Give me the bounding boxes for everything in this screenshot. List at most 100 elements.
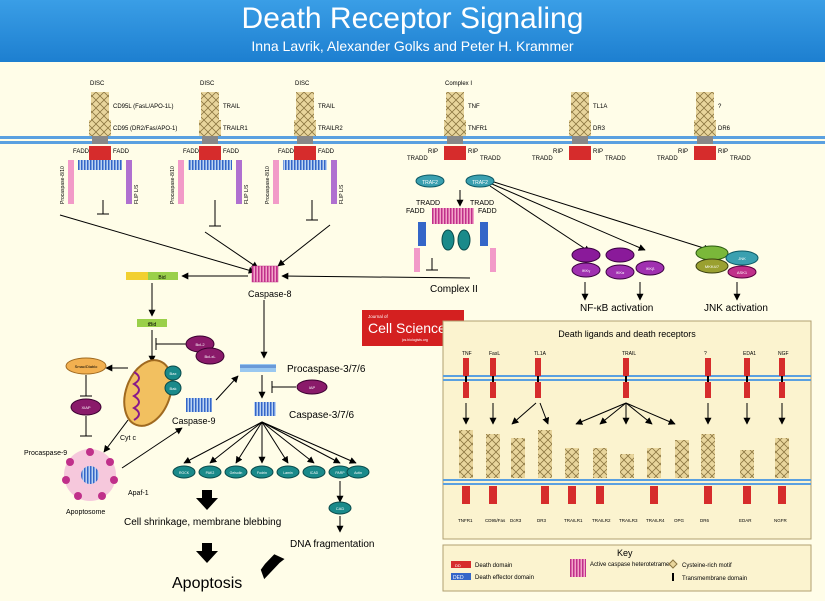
flip-right xyxy=(126,160,132,204)
panel-ligand-tm xyxy=(492,376,494,382)
substrate-molecule xyxy=(198,465,222,479)
panel-ligand-tail xyxy=(490,382,496,398)
fadd-ded xyxy=(78,160,122,170)
key-panel: Key DD Death domain DED Death effector d… xyxy=(442,544,812,592)
panel-ligand-bar xyxy=(463,358,469,376)
complex-label: Complex I xyxy=(445,81,472,87)
cytc-label: Cyt c xyxy=(120,435,136,442)
panel-receptor-label: DR6 xyxy=(700,518,709,523)
ligand-trimer xyxy=(201,92,219,120)
panel-ligand-tail xyxy=(535,382,541,398)
panel-ligand-label: NGF xyxy=(778,351,789,357)
panel-receptor-label: EDAR xyxy=(739,518,752,523)
ligand-label: TRAIL xyxy=(318,104,336,110)
traf2-molecules: TRAF2 TRAF2 xyxy=(415,174,495,188)
panel-receptor-label: TRAILR2 xyxy=(592,518,611,523)
panel-arrows xyxy=(462,402,786,425)
adaptor-right-label: RIP xyxy=(593,149,603,155)
receptor-transmembrane xyxy=(697,136,713,144)
ligand-trimer xyxy=(696,92,714,120)
receptor-death-domain xyxy=(444,146,466,160)
panel-receptor-label: TRAILR4 xyxy=(646,518,665,523)
cell-membrane xyxy=(0,136,825,144)
key-transmembrane: Transmembrane domain xyxy=(682,576,747,582)
adaptor-left-label: RIP xyxy=(678,149,688,155)
logo-big-text: Cell Science xyxy=(368,320,446,336)
receptor-death-domain xyxy=(89,146,111,160)
receptor-extracellular xyxy=(694,120,716,136)
bcl2-label: Bcl-2 xyxy=(195,342,205,347)
procaspase-vertical-label: Procaspase-8/10 xyxy=(265,166,271,204)
complex2-fadd-right: FADD xyxy=(478,208,497,215)
panel-ligand-tail xyxy=(463,382,469,398)
substrate-label: Gelsolin xyxy=(230,471,243,475)
receptor-label: CD95 (DR2/Fas/APO-1) xyxy=(113,126,177,132)
receptor-extracellular xyxy=(199,120,221,136)
apaf1-label: Apaf-1 xyxy=(128,490,149,497)
procaspase-left xyxy=(273,160,279,204)
panel-receptor-dd xyxy=(743,486,751,504)
complex2-fadd-left: FADD xyxy=(406,208,425,215)
ligand-label: ? xyxy=(718,104,722,110)
adaptor-left2-label: TRADD xyxy=(407,156,428,162)
substrate-molecule xyxy=(276,465,300,479)
complex-ii: TRADD TRADD FADD FADD Complex II xyxy=(406,200,497,295)
caspase-9-label: Caspase-9 xyxy=(172,416,216,426)
receptor-transmembrane xyxy=(202,136,218,144)
panel-receptor-label: TNFR1 xyxy=(458,518,473,523)
smac-xiap: Smac/Diablo XIAP Cyt c xyxy=(65,357,136,453)
panel-ligand-label: TL1A xyxy=(534,351,547,357)
panel-ligand-tm xyxy=(781,376,783,382)
panel-receptor-crd xyxy=(675,440,689,478)
header-banner: Death Receptor Signaling Inna Lavrik, Al… xyxy=(0,0,825,62)
substrate-label: Actin xyxy=(354,471,362,475)
receptor-extracellular xyxy=(89,120,111,136)
traf2-label-1: TRAF2 xyxy=(422,180,438,186)
apoptosome: Procaspase-9 Apaf-1 Apoptosome xyxy=(24,448,149,516)
cad-label: CAD xyxy=(336,506,345,511)
adaptor-right2-label: TRADD xyxy=(730,156,751,162)
procaspase-left xyxy=(68,160,74,204)
key-active-caspase: Active caspase heterotetramer xyxy=(590,562,671,568)
ask1-label: ASK1 xyxy=(737,270,748,275)
receptor-label: TNFR1 xyxy=(468,126,488,132)
panel-receptor-crd xyxy=(511,438,525,478)
cad-molecule: CAD xyxy=(328,501,352,515)
procaspase-vertical-label: Procaspase-8/10 xyxy=(60,166,66,204)
logo-small-text: Journal of xyxy=(368,314,389,319)
adaptor-right-label: FADD xyxy=(113,149,130,155)
panel-receptor-crd xyxy=(459,430,473,478)
nfkb-activation-label: NF-κB activation xyxy=(580,303,653,314)
complex1-arrows xyxy=(456,181,741,301)
adaptor-left-label: FADD xyxy=(183,149,200,155)
panel-ligand-tm xyxy=(707,376,709,382)
substrate-label: PARP xyxy=(335,471,345,475)
dna-fragmentation-label: DNA fragmentation xyxy=(290,539,375,550)
flip-vertical-label: FLIP L/S xyxy=(244,184,250,204)
panel-ligand-tm xyxy=(537,376,539,382)
panel-receptor-crd xyxy=(538,430,552,478)
key-title: Key xyxy=(617,548,633,558)
panel-receptor-dd xyxy=(704,486,712,504)
fadd-ded xyxy=(188,160,232,170)
bax-label: Bax xyxy=(170,371,177,376)
panel-ligand-bar xyxy=(623,358,629,376)
panel-receptor-crd xyxy=(701,434,715,478)
receptor-transmembrane xyxy=(572,136,588,144)
big-arrows xyxy=(196,490,285,580)
jnk-activation-label: JNK activation xyxy=(704,303,768,314)
panel-receptor-crd xyxy=(740,450,754,478)
panel-ligand-bar xyxy=(779,358,785,376)
procaspase-37-label: Procaspase-3/7/6 xyxy=(287,364,366,375)
substrate-molecule xyxy=(346,465,370,479)
caspase-8: Caspase-8 xyxy=(248,265,292,299)
panel-receptor-label: DcR3 xyxy=(510,518,522,523)
substrate-arrows xyxy=(183,421,357,533)
procaspase-left xyxy=(178,160,184,204)
complex-label: DISC xyxy=(200,81,215,87)
